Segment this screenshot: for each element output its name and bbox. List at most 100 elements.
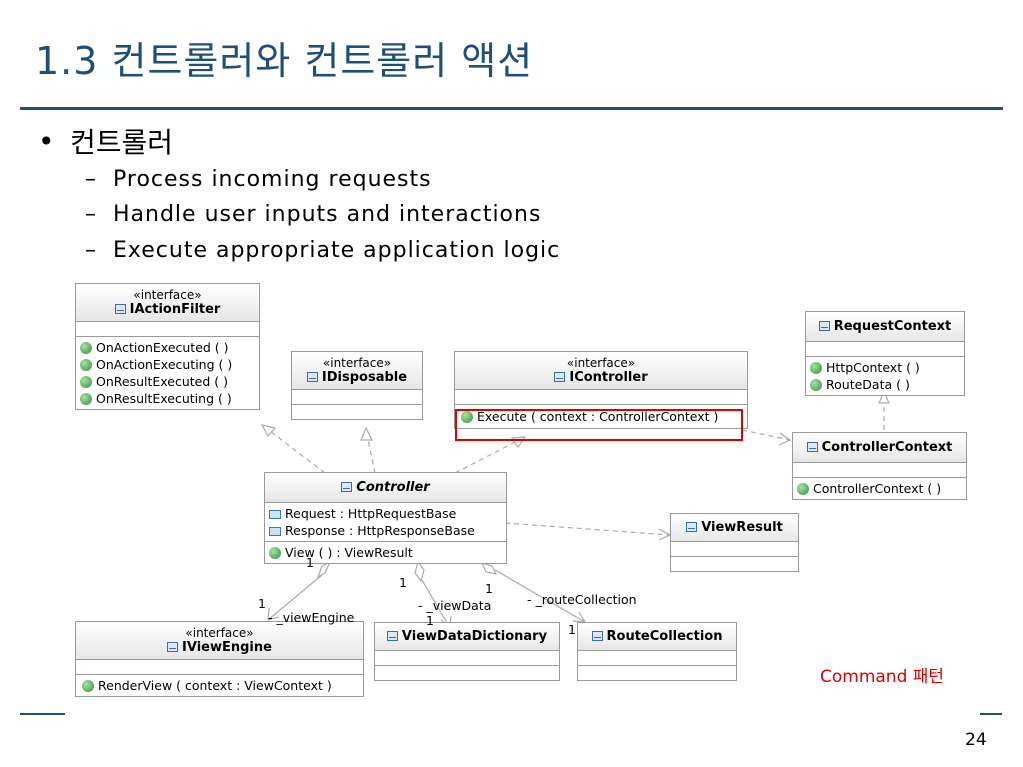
class-name: RequestContext xyxy=(808,319,962,334)
operations-section xyxy=(578,666,736,680)
class-requestcontext[interactable]: RequestContext HttpContext ( ) RouteData… xyxy=(805,311,965,396)
class-name: IViewEngine xyxy=(78,640,361,655)
class-routecollection[interactable]: RouteCollection xyxy=(577,622,737,681)
arrowhead-iactionfilter xyxy=(260,424,277,438)
aggregation-diamond-viewengine xyxy=(316,560,332,579)
operation: ControllerContext ( ) xyxy=(797,480,962,497)
attribute-icon xyxy=(269,527,281,536)
dependency-controllercontext xyxy=(741,429,791,441)
class-name: Controller xyxy=(267,480,504,495)
operations-section xyxy=(292,405,422,419)
class-name: IActionFilter xyxy=(78,302,257,317)
stereotype-label: «interface» xyxy=(566,356,636,370)
class-viewresult[interactable]: ViewResult xyxy=(670,513,799,572)
class-controllercontext[interactable]: ControllerContext ControllerContext ( ) xyxy=(792,432,967,500)
operations-section: HttpContext ( ) RouteData ( ) xyxy=(806,357,964,395)
class-name: ViewResult xyxy=(673,520,796,535)
class-controller[interactable]: Controller Request : HttpRequestBase Res… xyxy=(264,472,507,564)
dependency-viewresult xyxy=(504,522,671,536)
multiplicity-label: 1 xyxy=(426,613,434,628)
class-name: IDisposable xyxy=(294,370,420,385)
operation-icon xyxy=(810,379,822,391)
interface-icon xyxy=(167,642,179,652)
class-header: «interface» IActionFilter xyxy=(76,284,259,322)
role-label-routecollection: - _routeCollection xyxy=(527,592,637,607)
class-icon xyxy=(686,522,698,532)
attribute-icon xyxy=(269,510,281,519)
class-header: ViewDataDictionary xyxy=(375,623,559,651)
realization-iactionfilter xyxy=(261,424,326,474)
sub-dash: – xyxy=(85,167,97,192)
class-iactionfilter[interactable]: «interface» IActionFilter OnActionExecut… xyxy=(75,283,260,410)
aggregation-diamond-viewdata xyxy=(414,560,425,583)
operation-icon xyxy=(80,359,92,371)
bullet-mark: • xyxy=(38,125,55,158)
class-header: Controller xyxy=(265,473,506,503)
sub-item: –Handle user inputs and interactions xyxy=(85,202,541,227)
association-routecollection xyxy=(494,569,586,623)
footer-line-left xyxy=(20,713,65,715)
attributes-section xyxy=(455,390,747,405)
class-idisposable[interactable]: «interface» IDisposable xyxy=(291,351,423,420)
sub-item-text: Execute appropriate application logic xyxy=(113,238,561,263)
sub-item-text: Handle user inputs and interactions xyxy=(113,202,542,227)
interface-icon xyxy=(114,304,126,314)
stereotype-label: «interface» xyxy=(185,626,254,640)
class-name: IController xyxy=(457,370,745,385)
footer-line-right xyxy=(980,713,1002,715)
operations-section: View ( ) : ViewResult xyxy=(265,542,506,563)
multiplicity-label: 1 xyxy=(258,596,266,611)
sub-item: –Execute appropriate application logic xyxy=(85,238,560,263)
aggregation-diamond-routecollection xyxy=(480,562,498,575)
class-icon xyxy=(806,442,818,452)
sub-dash: – xyxy=(85,238,97,263)
page-number: 24 xyxy=(965,730,987,750)
attribute: Request : HttpRequestBase xyxy=(269,505,502,522)
operation-execute: Execute ( context : ControllerContext ) xyxy=(461,408,741,425)
command-pattern-note: Command 패턴 xyxy=(820,667,945,687)
class-icontroller[interactable]: «interface» IController Execute ( contex… xyxy=(454,351,748,429)
class-header: ViewResult xyxy=(671,514,798,542)
operation-icon xyxy=(269,547,281,559)
arrow-open-iviewengine xyxy=(267,607,280,621)
operations-section xyxy=(375,666,559,680)
class-icon xyxy=(341,482,353,492)
stereotype-label: «interface» xyxy=(133,288,202,302)
class-viewdatadictionary[interactable]: ViewDataDictionary xyxy=(374,622,560,681)
class-header: «interface» IDisposable xyxy=(292,352,422,390)
class-iviewengine[interactable]: «interface» IViewEngine RenderView ( con… xyxy=(75,621,364,697)
class-header: ControllerContext xyxy=(793,433,966,463)
class-icon xyxy=(386,631,398,641)
class-icon xyxy=(818,321,830,331)
operation: OnResultExecuted ( ) xyxy=(80,373,255,390)
attributes-section xyxy=(292,390,422,405)
operation: RouteData ( ) xyxy=(810,376,960,393)
class-name: ViewDataDictionary xyxy=(377,629,557,644)
title-divider xyxy=(20,107,1003,110)
multiplicity-label: 1 xyxy=(306,555,314,570)
attribute: Response : HttpResponseBase xyxy=(269,522,502,539)
class-header: «interface» IViewEngine xyxy=(76,622,363,660)
execute-highlight-box xyxy=(455,409,743,441)
operation-icon xyxy=(82,680,94,692)
operations-section: Execute ( context : ControllerContext ) xyxy=(455,405,747,428)
operation: OnResultExecuting ( ) xyxy=(80,390,255,407)
attributes-section xyxy=(76,322,259,337)
class-header: «interface» IController xyxy=(455,352,747,390)
bullet-controller: 컨트롤러 xyxy=(70,126,174,159)
role-label-viewengine: - _viewEngine xyxy=(268,610,355,625)
operations-section: OnActionExecuted ( ) OnActionExecuting (… xyxy=(76,337,259,409)
operations-section xyxy=(671,557,798,571)
slide-title: 1.3 컨트롤러와 컨트롤러 액션 xyxy=(35,39,534,83)
operation: OnActionExecuted ( ) xyxy=(80,339,255,356)
arrow-open-controllercontext xyxy=(778,432,792,446)
arrowhead-idisposable xyxy=(360,426,373,441)
operation: RenderView ( context : ViewContext ) xyxy=(82,677,357,694)
attributes-section xyxy=(806,342,964,357)
operations-section: ControllerContext ( ) xyxy=(793,478,966,499)
interface-icon xyxy=(306,372,318,382)
class-icon xyxy=(591,631,603,641)
operation-icon xyxy=(80,376,92,388)
operation: View ( ) : ViewResult xyxy=(269,544,502,561)
